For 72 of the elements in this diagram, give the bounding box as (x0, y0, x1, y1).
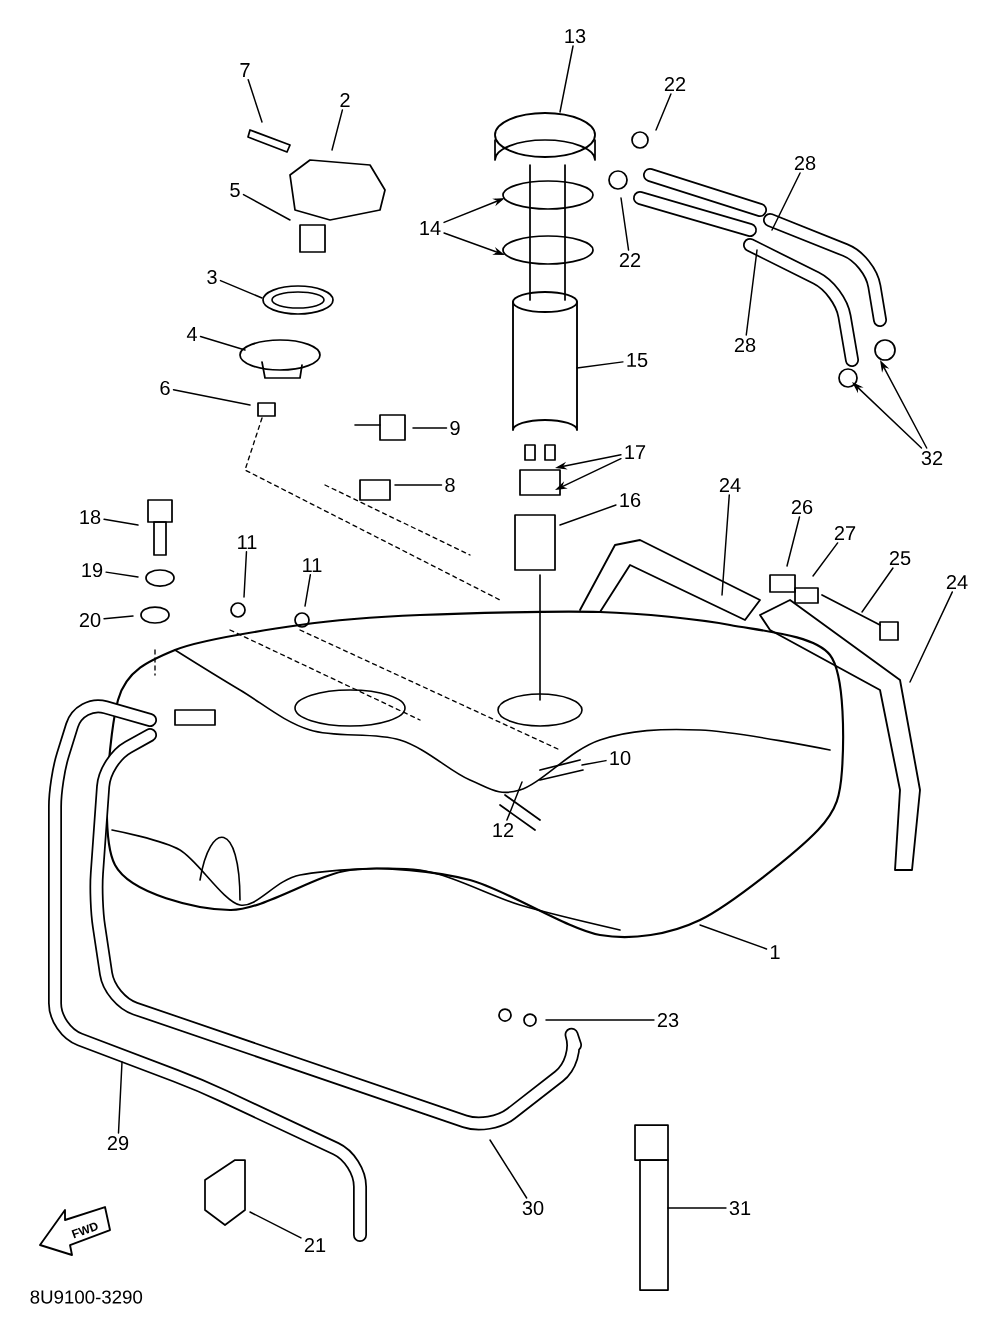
leader-line (242, 193, 291, 221)
callout-number: 4 (186, 327, 197, 341)
callout-number: 32 (921, 450, 943, 466)
callout-number: 5 (230, 183, 240, 197)
leader-line (576, 361, 624, 369)
leader-line (199, 335, 246, 351)
leader-line (699, 924, 768, 950)
callout-number: 6 (160, 380, 170, 396)
callout-number: 8 (445, 477, 455, 493)
callout-number: 28 (734, 337, 756, 353)
callout-number: 9 (450, 420, 460, 436)
callout-number: 18 (80, 509, 101, 525)
leader-line (103, 518, 139, 526)
leader-line (861, 567, 894, 613)
leader-line (667, 1207, 727, 1209)
callout-number: 11 (303, 558, 322, 572)
leader-line (249, 1211, 302, 1239)
callout-number: 24 (719, 478, 741, 492)
part-number: 8U9100-3290 (30, 1290, 143, 1304)
leader-line (506, 781, 523, 821)
callout-number: 20 (79, 612, 101, 628)
leader-line (559, 45, 574, 113)
callout-number: 30 (522, 1200, 544, 1216)
leader-line (247, 79, 263, 123)
callout-number: 19 (82, 562, 103, 578)
callout-number: 13 (565, 28, 586, 44)
leader-line (559, 504, 617, 526)
callout-number: 21 (304, 1238, 326, 1252)
leader-line (909, 591, 954, 683)
callout-number: 2 (340, 93, 350, 107)
callout-number: 15 (627, 353, 648, 367)
leader-line (331, 109, 344, 151)
leader-line (581, 759, 607, 766)
leader-line (304, 574, 312, 607)
callout-number: 12 (493, 823, 514, 837)
leader-line (545, 1019, 655, 1021)
callout-number: 29 (107, 1135, 129, 1151)
leader-line (620, 197, 630, 251)
callout-number: 25 (889, 550, 911, 566)
leader-line (394, 484, 443, 486)
callout-number: 3 (207, 269, 217, 285)
leader-line (172, 388, 251, 406)
callout-number: 14 (420, 221, 441, 235)
callout-number: 23 (657, 1012, 679, 1028)
callout-number: 27 (834, 526, 856, 540)
leader-line (243, 551, 248, 598)
leader-line (655, 93, 672, 131)
callout-number: 28 (794, 155, 816, 171)
leader-line (219, 279, 263, 299)
leader-line (812, 542, 839, 577)
leader-line (489, 1139, 528, 1199)
callout-number: 1 (770, 945, 780, 959)
leader-line (745, 249, 758, 336)
callout-number: 31 (729, 1200, 751, 1216)
callout-number: 22 (664, 77, 686, 91)
callout-number: 22 (619, 253, 641, 267)
callout-number: 10 (610, 750, 631, 766)
callout-number: 16 (620, 492, 641, 508)
callout-number: 11 (238, 535, 257, 549)
callout-number: 7 (240, 63, 250, 77)
callout-number: 24 (946, 575, 968, 589)
leader-line (852, 382, 923, 449)
callout-number: 17 (625, 445, 646, 459)
leader-line (412, 427, 448, 429)
callout-number: 26 (791, 499, 813, 515)
leader-line (103, 615, 134, 620)
leader-line (117, 1061, 123, 1134)
leader-line (105, 571, 139, 578)
leader-line (771, 172, 801, 231)
leader-line (786, 516, 801, 567)
arrow-label: FWD (71, 1222, 98, 1239)
leader-line (721, 494, 731, 596)
